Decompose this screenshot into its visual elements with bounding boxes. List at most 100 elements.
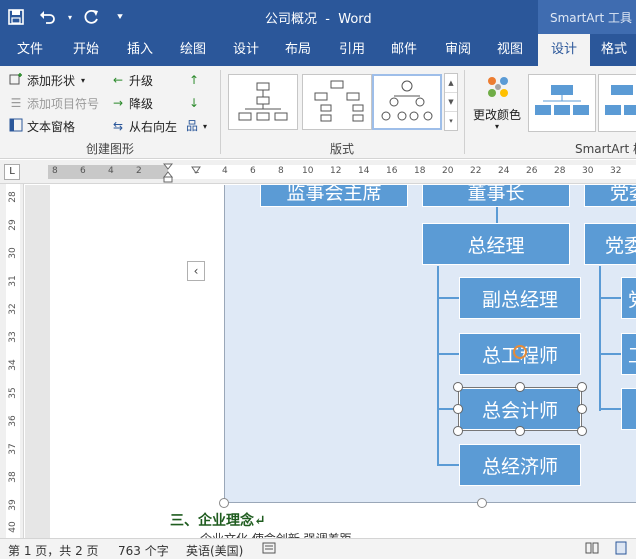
org-node[interactable]: 副总经理: [459, 277, 581, 319]
layout-dropdown-button[interactable]: 品 ▾: [184, 116, 207, 136]
promote-button[interactable]: ← 升级: [110, 70, 153, 90]
connector-line: [437, 266, 439, 466]
document-area: 监事会主席 董事长 党委 总经理 党委副 副总经理 总工程师 总会计师 总经济师…: [25, 185, 636, 538]
horizontal-ruler[interactable]: 8 6 4 2 2 4 6 8 10 12 14 16 18 20 22 24 …: [48, 165, 636, 179]
chevron-down-icon: ▾: [494, 122, 499, 131]
indent-marker[interactable]: [162, 163, 174, 183]
org-node[interactable]: 党委: [584, 185, 636, 207]
text-pane-button[interactable]: 文本窗格: [8, 116, 75, 136]
ruler-tick: 14: [358, 166, 370, 176]
change-colors-button[interactable]: 更改颜色 ▾: [470, 72, 524, 138]
tab-review[interactable]: 审阅: [444, 42, 471, 57]
tab-smartart-design[interactable]: 设计: [538, 34, 590, 66]
resize-handle[interactable]: [577, 426, 587, 436]
connector-line: [437, 408, 459, 410]
smartart-style-1[interactable]: [528, 74, 596, 132]
move-down-button[interactable]: ↓: [186, 93, 205, 113]
connector-line: [437, 353, 459, 355]
redo-icon[interactable]: [76, 0, 108, 34]
ruler-tick: 32: [610, 166, 622, 176]
canvas-resize-handle[interactable]: [477, 498, 487, 508]
add-shape-button[interactable]: 添加形状 ▾: [8, 70, 85, 90]
move-up-button[interactable]: ↑: [186, 70, 205, 90]
arrow-down-icon: ↓: [188, 96, 200, 110]
ruler-tick: 37: [8, 443, 18, 455]
org-node[interactable]: 公: [621, 388, 636, 430]
org-node[interactable]: 总经济师: [459, 444, 581, 486]
right-indent-marker[interactable]: [191, 163, 201, 174]
ruler-tick: 31: [8, 275, 18, 287]
tab-design[interactable]: 设计: [232, 42, 259, 57]
tab-format[interactable]: 格式: [600, 42, 627, 57]
undo-dropdown-icon[interactable]: ▾: [67, 12, 72, 22]
org-node[interactable]: 党委副: [584, 223, 636, 265]
resize-handle[interactable]: [577, 382, 587, 392]
org-node[interactable]: 总会计师: [459, 388, 581, 430]
layout-option-2[interactable]: [302, 74, 372, 130]
resize-handle[interactable]: [453, 426, 463, 436]
canvas-resize-handle[interactable]: [219, 498, 229, 508]
org-layout-icon: 品: [185, 119, 198, 133]
ruler-tick: 35: [8, 387, 18, 399]
tab-mailings[interactable]: 邮件: [390, 42, 417, 57]
resize-handle[interactable]: [577, 404, 587, 414]
rotate-handle-icon[interactable]: [513, 345, 527, 359]
org-node[interactable]: 党委: [621, 277, 636, 319]
ruler-tick: 22: [470, 166, 482, 176]
resize-handle[interactable]: [515, 382, 525, 392]
resize-handle[interactable]: [515, 426, 525, 436]
tab-selector[interactable]: L: [4, 164, 20, 180]
tab-file[interactable]: 文件: [16, 42, 43, 57]
connector-line: [599, 353, 621, 355]
add-bullet-button[interactable]: ☰ 添加项目符号: [8, 93, 99, 113]
ruler-margin: [48, 165, 168, 179]
macro-record-icon[interactable]: [262, 541, 276, 558]
gallery-expand-icon[interactable]: ▾: [449, 117, 453, 125]
ruler-tick: 20: [442, 166, 454, 176]
arrow-up-icon: ↑: [188, 73, 200, 87]
tab-insert[interactable]: 插入: [126, 42, 153, 57]
page-count[interactable]: 第 1 页，共 2 页: [8, 544, 99, 558]
demote-button[interactable]: → 降级: [110, 93, 153, 113]
color-palette-icon: [488, 77, 508, 97]
resize-handle[interactable]: [453, 404, 463, 414]
document-page[interactable]: 监事会主席 董事长 党委 总经理 党委副 副总经理 总工程师 总会计师 总经济师…: [50, 185, 636, 538]
tab-view[interactable]: 视图: [496, 42, 523, 57]
word-count[interactable]: 763 个字: [118, 544, 169, 558]
language-indicator[interactable]: 英语(美国): [186, 544, 244, 558]
connector-line: [599, 266, 601, 411]
org-node[interactable]: 工会: [621, 333, 636, 375]
read-mode-icon[interactable]: [585, 541, 599, 558]
scroll-up-icon[interactable]: ▲: [445, 74, 457, 93]
ruler-tick: 30: [8, 247, 18, 259]
layout-option-3[interactable]: [372, 74, 442, 130]
customize-qat-icon[interactable]: ⯆: [116, 11, 124, 23]
layout-gallery-scroll[interactable]: ▲ ▼ ▾: [444, 73, 458, 131]
org-node[interactable]: 监事会主席: [260, 185, 408, 207]
layout-option-1[interactable]: [228, 74, 298, 130]
selection-frame: [458, 387, 582, 431]
tab-draw[interactable]: 绘图: [179, 42, 206, 57]
tab-home[interactable]: 开始: [72, 42, 99, 57]
ruler-tick: 8: [52, 166, 58, 176]
org-node[interactable]: 董事长: [422, 185, 570, 207]
tab-references[interactable]: 引用: [338, 42, 365, 57]
vertical-ruler[interactable]: 28 29 30 31 32 33 34 35 36 37 38 39 40: [6, 184, 20, 538]
status-bar: 第 1 页，共 2 页 763 个字 英语(美国): [0, 538, 636, 559]
chevron-down-icon: ▾: [203, 121, 208, 131]
scroll-down-icon[interactable]: ▼: [445, 93, 457, 112]
save-icon[interactable]: [0, 0, 32, 34]
smartart-canvas[interactable]: 监事会主席 董事长 党委 总经理 党委副 副总经理 总工程师 总会计师 总经济师…: [224, 185, 636, 503]
ruler-tick: 24: [498, 166, 510, 176]
right-to-left-button[interactable]: ⇆ 从右向左: [110, 116, 177, 136]
text-pane-toggle-icon[interactable]: ‹: [187, 261, 205, 281]
tab-layout[interactable]: 布局: [284, 42, 311, 57]
ruler-tick: 29: [8, 219, 18, 231]
org-node[interactable]: 总经理: [422, 223, 570, 265]
resize-handle[interactable]: [453, 382, 463, 392]
smartart-style-2[interactable]: [598, 74, 636, 132]
quick-access-toolbar: ▾ ⯆: [0, 0, 132, 34]
ribbon-tabs: 文件 开始 插入 绘图 设计 布局 引用 邮件 审阅 视图 设计 格式: [0, 34, 636, 66]
print-layout-icon[interactable]: [614, 541, 628, 558]
undo-icon[interactable]: [32, 0, 64, 34]
